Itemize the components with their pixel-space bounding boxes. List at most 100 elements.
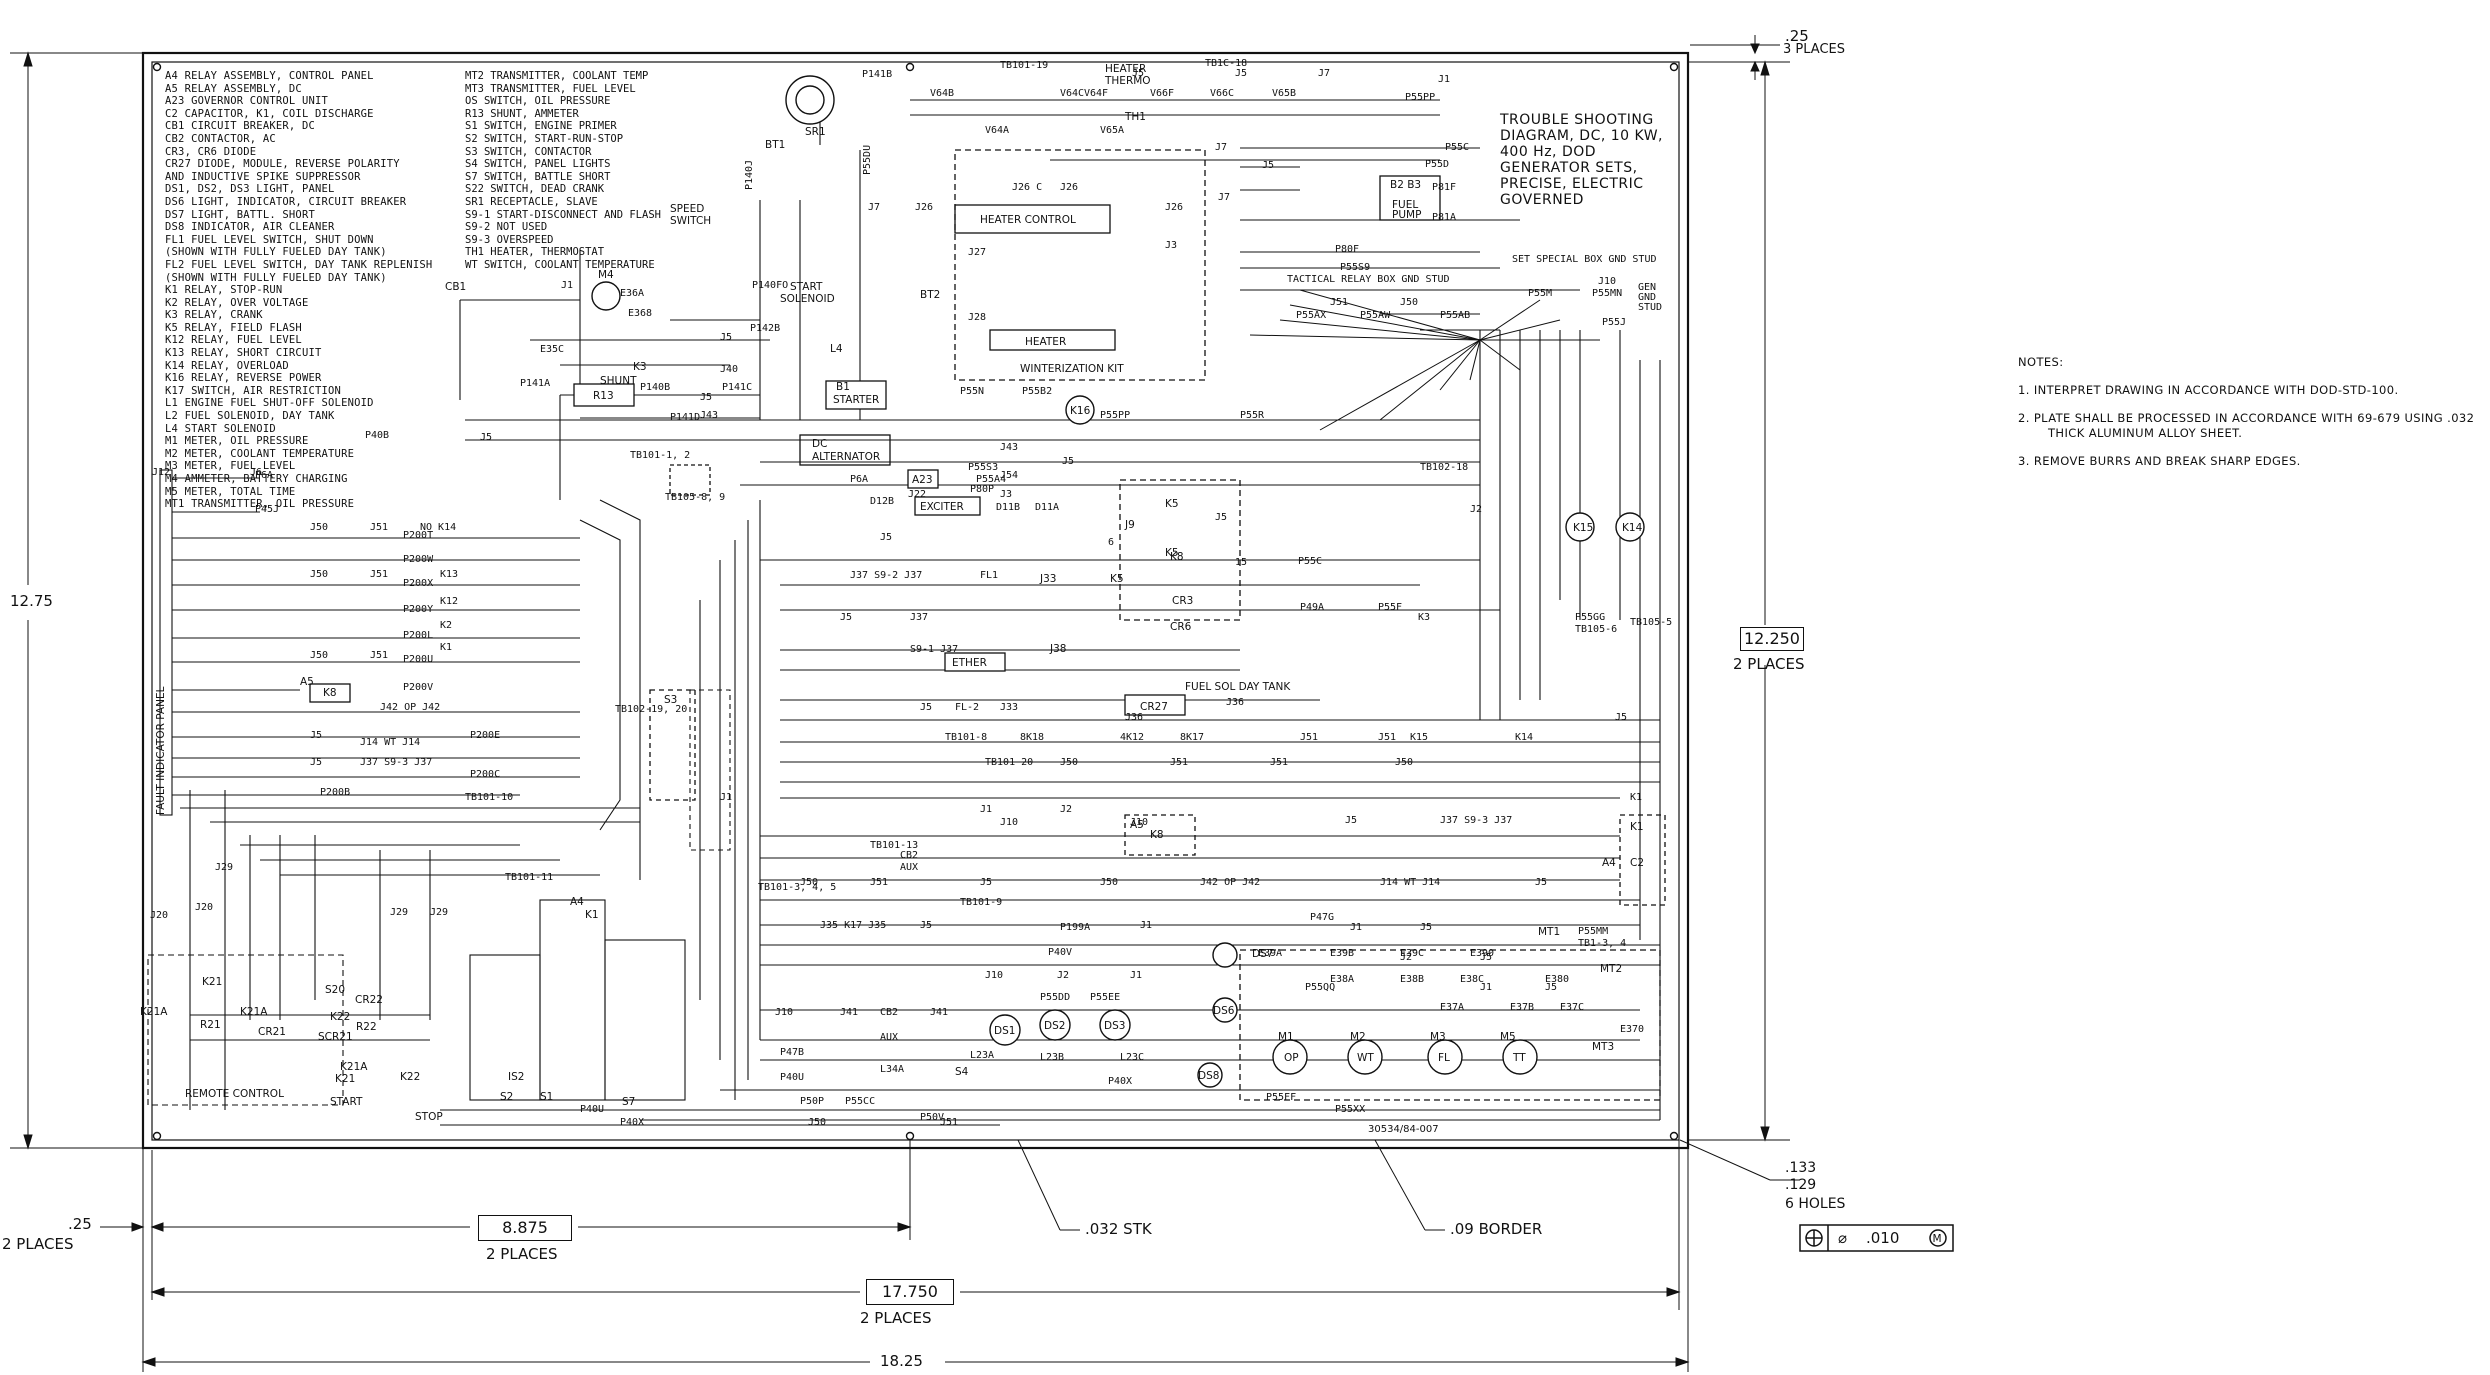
- svg-text:P55AX: P55AX: [1296, 310, 1326, 321]
- svg-text:P55D: P55D: [1425, 159, 1449, 170]
- svg-text:SET SPECIAL BOX GND STUD: SET SPECIAL BOX GND STUD: [1512, 254, 1657, 265]
- svg-text:K1: K1: [1630, 792, 1642, 803]
- svg-text:MT1: MT1: [1538, 926, 1560, 938]
- svg-text:P50V: P50V: [920, 1112, 944, 1123]
- legend-entry: DS6 LIGHT, INDICATOR, CIRCUIT BREAKER: [165, 195, 407, 208]
- legend-entry: MT3 TRANSMITTER, FUEL LEVEL: [465, 82, 636, 95]
- legend-entry: R13 SHUNT, AMMETER: [465, 107, 579, 120]
- svg-text:J1: J1: [720, 792, 732, 803]
- svg-text:FUEL SOL DAY TANK: FUEL SOL DAY TANK: [1185, 681, 1291, 693]
- svg-text:J50: J50: [1395, 757, 1413, 768]
- svg-text:R22: R22: [356, 1021, 377, 1033]
- legend-entry: S2 SWITCH, START-RUN-STOP: [465, 132, 624, 145]
- legend-entry: S9-1 START-DISCONNECT AND FLASH: [465, 208, 661, 221]
- svg-text:J5: J5: [480, 432, 492, 443]
- a5-k8-left-box: [309, 683, 351, 703]
- m3-meter: [1427, 1039, 1463, 1075]
- svg-text:J7: J7: [868, 202, 880, 213]
- svg-text:J26: J26: [1165, 202, 1183, 213]
- svg-text:OP: OP: [1284, 1052, 1299, 1064]
- svg-text:NO K14: NO K14: [420, 522, 456, 533]
- svg-text:P55F: P55F: [1378, 602, 1402, 613]
- svg-text:DS6: DS6: [1213, 1005, 1235, 1017]
- svg-text:J41: J41: [840, 1007, 858, 1018]
- svg-text:J10: J10: [1598, 276, 1616, 287]
- svg-text:P45J: P45J: [255, 504, 279, 515]
- legend-entry: L1 ENGINE FUEL SHUT-OFF SOLENOID: [165, 397, 374, 410]
- svg-text:V64C: V64C: [1060, 88, 1084, 99]
- dim-inner-width-places: 2 PLACES: [860, 1309, 932, 1327]
- svg-text:FUEL: FUEL: [1392, 199, 1418, 211]
- cr27-box: [1124, 694, 1186, 716]
- ds6-light: [1212, 997, 1238, 1023]
- svg-text:J1: J1: [1438, 74, 1450, 85]
- svg-text:J12: J12: [152, 467, 170, 478]
- svg-text:EXCITER: EXCITER: [920, 501, 964, 513]
- svg-text:P141C: P141C: [722, 382, 752, 393]
- svg-text:J50: J50: [808, 1117, 826, 1128]
- svg-text:TB101-11: TB101-11: [505, 872, 553, 883]
- svg-text:E370: E370: [1620, 1024, 1644, 1035]
- svg-text:TB102-18: TB102-18: [1420, 462, 1468, 473]
- legend-entry: K16 RELAY, REVERSE POWER: [165, 372, 322, 385]
- svg-text:START: START: [330, 1096, 363, 1108]
- svg-text:K22: K22: [330, 1011, 350, 1023]
- svg-text:TB1-3, 4: TB1-3, 4: [1578, 938, 1626, 949]
- svg-text:CB2: CB2: [900, 850, 918, 861]
- component-boxes: [309, 149, 1666, 1101]
- legend-entry: OS SWITCH, OIL PRESSURE: [465, 95, 611, 108]
- dim-half-width: 8.875: [478, 1215, 572, 1241]
- title-line: 400 Hz, DOD: [1500, 144, 1597, 160]
- svg-text:D11A: D11A: [1035, 502, 1059, 513]
- svg-text:J3: J3: [1000, 489, 1012, 500]
- svg-text:FL: FL: [1438, 1052, 1450, 1064]
- svg-text:K15: K15: [1573, 522, 1593, 534]
- svg-text:HEATER: HEATER: [1105, 63, 1146, 75]
- svg-text:J36: J36: [1226, 697, 1244, 708]
- svg-text:K8: K8: [323, 687, 337, 699]
- svg-text:P142B: P142B: [750, 323, 780, 334]
- svg-text:J26: J26: [915, 202, 933, 213]
- svg-text:BT1: BT1: [765, 139, 785, 151]
- svg-text:TB102-19, 20: TB102-19, 20: [615, 704, 687, 715]
- legend-entry: K13 RELAY, SHORT CIRCUIT: [165, 347, 322, 360]
- ds8-light: [1197, 1062, 1223, 1088]
- svg-text:J5: J5: [1615, 712, 1627, 723]
- svg-text:P200X: P200X: [403, 578, 433, 589]
- legend-entry: MT2 TRANSMITTER, COOLANT TEMP: [465, 70, 649, 82]
- svg-text:P40U: P40U: [580, 1104, 604, 1115]
- svg-text:P200L: P200L: [403, 630, 433, 641]
- svg-text:J7: J7: [1218, 192, 1230, 203]
- svg-text:J5: J5: [880, 532, 892, 543]
- svg-text:TB101-10: TB101-10: [465, 792, 513, 803]
- svg-text:TB101-19: TB101-19: [1000, 60, 1048, 71]
- ds2-light: [1039, 1009, 1071, 1041]
- ether-box: [944, 652, 1006, 672]
- svg-text:J5: J5: [310, 730, 322, 741]
- svg-text:P6A: P6A: [255, 470, 273, 481]
- legend-entry: K5 RELAY, FIELD FLASH: [165, 321, 302, 334]
- legend-entry: M3 METER, FUEL LEVEL: [165, 460, 296, 473]
- svg-text:J22: J22: [908, 489, 926, 500]
- svg-text:P200U: P200U: [403, 654, 433, 665]
- svg-text:HEATER CONTROL: HEATER CONTROL: [980, 214, 1076, 226]
- legend-entry: TH1 HEATER, THERMOSTAT: [465, 246, 605, 259]
- sr1-receptacle: [785, 75, 835, 125]
- svg-text:K22: K22: [400, 1071, 420, 1083]
- note-item: 2. PLATE SHALL BE PROCESSED IN ACCORDANC…: [2018, 411, 2475, 440]
- k15-relay: [1565, 512, 1595, 542]
- svg-text:S2: S2: [500, 1091, 513, 1103]
- s3-box: [649, 689, 696, 801]
- svg-text:J27: J27: [968, 247, 986, 258]
- svg-text:J1: J1: [1130, 970, 1142, 981]
- svg-text:J37 S9-3 J37: J37 S9-3 J37: [1440, 815, 1512, 826]
- svg-text:A23: A23: [912, 474, 933, 486]
- svg-text:J5: J5: [840, 612, 852, 623]
- svg-text:4K12: 4K12: [1120, 732, 1144, 743]
- svg-text:J51: J51: [870, 877, 888, 888]
- svg-text:BT2: BT2: [920, 289, 940, 301]
- svg-text:A4: A4: [570, 896, 584, 908]
- svg-text:V64F: V64F: [1084, 88, 1108, 99]
- svg-text:P200V: P200V: [403, 682, 433, 693]
- svg-text:SR1: SR1: [805, 126, 826, 138]
